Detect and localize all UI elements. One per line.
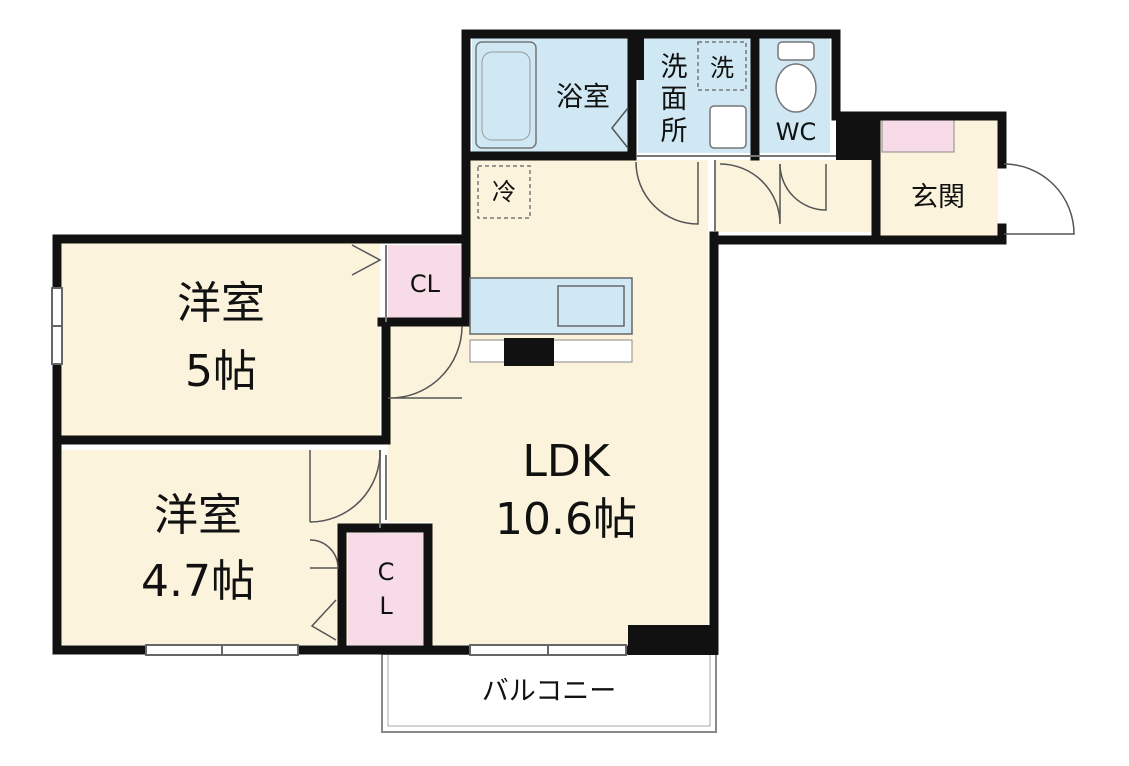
balcony-outline — [381, 653, 717, 733]
kitchen-column — [504, 338, 554, 366]
wall-column-washroom — [628, 34, 644, 80]
bathroom-name: 浴室 — [556, 82, 610, 113]
windows — [51, 287, 627, 656]
closet-bottom-label-1: C — [378, 558, 395, 586]
wash-basin — [709, 105, 747, 149]
closet-top-floor — [388, 245, 462, 319]
bathtub — [475, 41, 537, 149]
ldk-floor — [388, 160, 708, 645]
entrance-name: 玄関 — [911, 182, 965, 213]
western-room-2-name: 洋室 — [154, 490, 242, 541]
washer-space — [697, 41, 747, 91]
closet-bottom-label-2: L — [379, 592, 393, 620]
hallway-floor — [715, 160, 878, 232]
shoe-cabinet — [881, 119, 955, 153]
washer-symbol: 洗 — [710, 54, 734, 82]
kitchen-sink — [557, 285, 625, 327]
toilet-bowl — [775, 63, 817, 113]
fridge-space — [477, 165, 531, 219]
closet-bottom-floor — [348, 533, 424, 645]
ldk-size: 10.6帖 — [495, 494, 637, 545]
fridge-symbol: 冷 — [492, 178, 516, 206]
wall-column-bottom-right — [628, 625, 718, 655]
bathtub-inner — [481, 51, 531, 141]
western-room-2-floor — [62, 450, 380, 645]
balcony-name: バルコニー — [482, 676, 616, 707]
wall-column-top-right — [836, 116, 880, 160]
washroom-label-1: 洗 — [661, 52, 688, 83]
ldk-name: LDK — [522, 436, 610, 487]
toilet-tank — [777, 41, 815, 61]
washroom-label-3: 所 — [661, 116, 688, 147]
toilet-name: WC — [776, 118, 817, 146]
western-room-1-name: 洋室 — [177, 278, 265, 329]
western-room-1-size: 5帖 — [185, 346, 257, 397]
western-room-2-size: 4.7帖 — [141, 556, 255, 607]
western-room-1-floor — [62, 243, 380, 436]
closet-top-label: CL — [410, 270, 441, 298]
washroom-label-2: 面 — [661, 84, 688, 115]
doors — [309, 107, 1075, 641]
